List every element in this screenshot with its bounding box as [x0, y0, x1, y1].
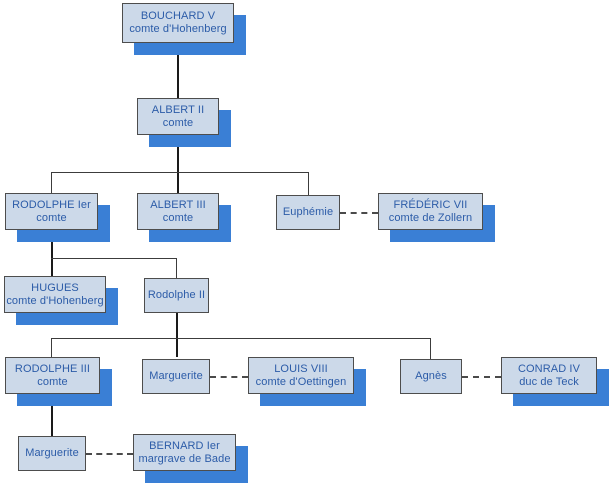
connector-drop-rodolpheier [51, 172, 52, 193]
node-title: ALBERT II [151, 103, 205, 116]
node-subtitle: comte [162, 211, 194, 224]
node-rodolphe-iii[interactable]: RODOLPHE III comte [5, 357, 100, 394]
node-albert-iii[interactable]: ALBERT III comte [137, 193, 219, 230]
connector-bus-generation5 [51, 338, 431, 339]
node-rodolphe-ii[interactable]: Rodolphe II [144, 278, 209, 313]
connector-albertii-drop [177, 135, 179, 193]
node-bernard-ier[interactable]: BERNARD Ier margrave de Bade [133, 434, 236, 471]
connector-rodolpheier-drop [51, 230, 53, 276]
node-title: Rodolphe II [147, 289, 206, 301]
connector-rodolpheiii-to-marguerite [51, 394, 53, 436]
node-subtitle: margrave de Bade [138, 452, 231, 465]
node-subtitle: duc de Teck [519, 375, 579, 388]
node-marguerite-2[interactable]: Marguerite [18, 436, 86, 471]
node-title: Marguerite [149, 370, 203, 382]
connector-drop-rodolpheii [176, 258, 177, 278]
node-louis-viii[interactable]: LOUIS VIII comte d'Oettingen [248, 357, 354, 394]
node-hugues[interactable]: HUGUES comte d'Hohenberg [4, 276, 106, 313]
connector-bus-generation4 [51, 258, 177, 259]
node-subtitle: comte d'Hohenberg [129, 23, 227, 35]
node-title: RODOLPHE Ier [12, 198, 91, 211]
node-subtitle: comte [162, 116, 194, 129]
node-bouchard-v[interactable]: BOUCHARD V comte d'Hohenberg [122, 3, 234, 43]
node-title: LOUIS VIII [274, 362, 328, 375]
connector-bouchard-to-albertii [177, 43, 179, 98]
node-title: BOUCHARD V [140, 10, 216, 22]
node-title: Agnès [415, 370, 447, 382]
node-subtitle: comte de Zollern [388, 211, 473, 224]
node-albert-ii[interactable]: ALBERT II comte [137, 98, 219, 135]
node-subtitle: comte [36, 211, 67, 224]
node-frederic-vii[interactable]: FRÉDÉRIC VII comte de Zollern [378, 193, 483, 230]
marriage-euphemie-frederic [340, 212, 378, 214]
node-title: Euphémie [282, 206, 334, 218]
node-title: CONRAD IV [517, 362, 581, 375]
node-title: ALBERT III [150, 198, 206, 211]
marriage-marguerite-louis [210, 376, 248, 378]
connector-drop-euphemie [308, 172, 309, 195]
node-title: HUGUES [31, 281, 79, 294]
connector-drop-rodolpheiii [51, 338, 52, 357]
node-rodolphe-ier[interactable]: RODOLPHE Ier comte [5, 193, 98, 230]
node-subtitle: comte [37, 375, 68, 388]
node-subtitle: comte d'Hohenberg [6, 294, 104, 307]
node-euphemie[interactable]: Euphémie [276, 195, 340, 230]
connector-drop-agnes [430, 338, 431, 359]
node-subtitle: comte d'Oettingen [255, 375, 347, 388]
node-marguerite-1[interactable]: Marguerite [142, 359, 210, 394]
connector-bus-generation3 [51, 172, 309, 173]
marriage-marguerite-bernard [86, 453, 133, 455]
connector-rodolpheii-drop [176, 313, 178, 357]
node-conrad-iv[interactable]: CONRAD IV duc de Teck [501, 357, 597, 394]
node-title: RODOLPHE III [14, 362, 91, 375]
node-title: FRÉDÉRIC VII [393, 198, 468, 211]
marriage-agnes-conrad [462, 376, 501, 378]
node-title: Marguerite [25, 447, 79, 459]
node-agnes[interactable]: Agnès [400, 359, 462, 394]
node-title: BERNARD Ier [149, 439, 220, 452]
